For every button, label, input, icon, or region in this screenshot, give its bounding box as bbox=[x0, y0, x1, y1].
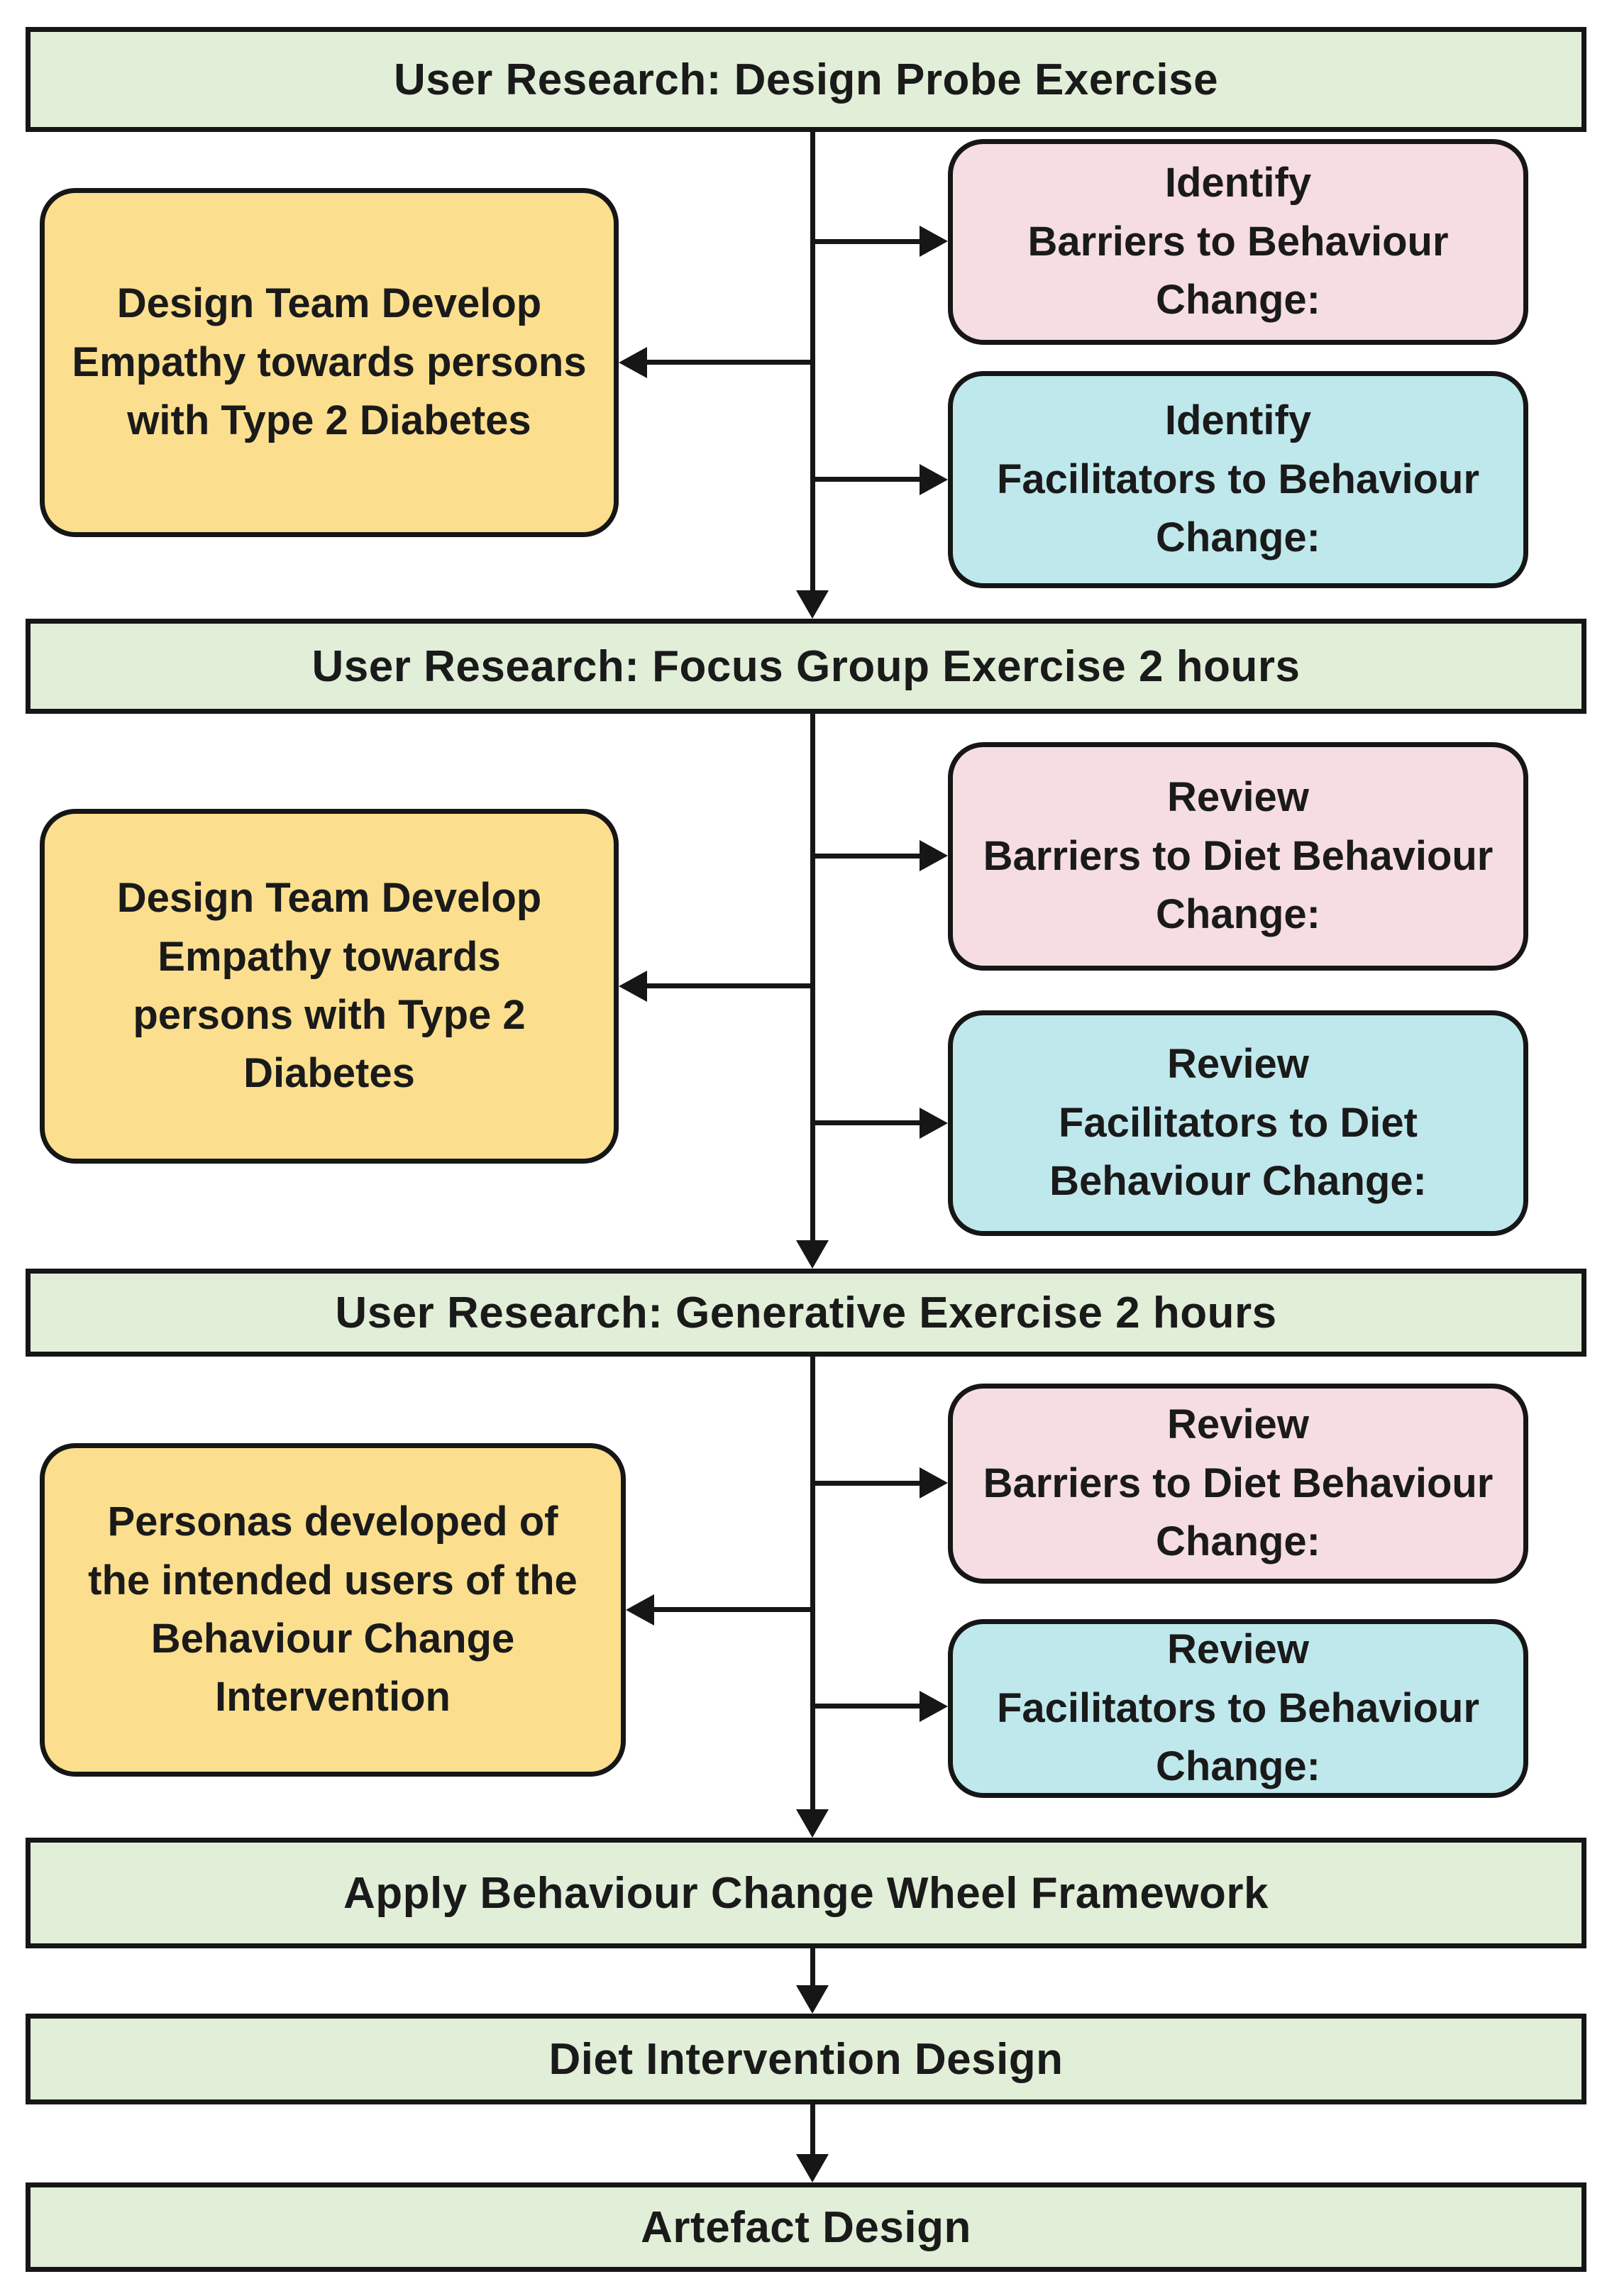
arrow-left-icon bbox=[619, 971, 647, 1002]
connector-to-facilitators-2 bbox=[813, 1120, 920, 1125]
box-text-line: Review bbox=[1167, 1401, 1309, 1448]
box-text-line: Change: bbox=[1156, 277, 1320, 324]
box-text-line: persons with Type 2 bbox=[133, 992, 526, 1038]
connector-apply-to-diet bbox=[810, 1948, 815, 1988]
banner-label: Artefact Design bbox=[641, 2202, 971, 2252]
banner-diet-intervention-design: Diet Intervention Design bbox=[26, 2014, 1586, 2104]
box-review-barriers-diet-2: Review Barriers to Diet Behaviour Change… bbox=[948, 1384, 1528, 1584]
box-text-line: Behaviour Change: bbox=[1049, 1158, 1427, 1205]
arrow-down-icon bbox=[796, 1809, 829, 1838]
box-text-line: Empathy towards persons bbox=[72, 338, 587, 385]
banner-label: Apply Behaviour Change Wheel Framework bbox=[343, 1868, 1269, 1918]
connector-to-barriers-2 bbox=[813, 854, 920, 859]
arrow-right-icon bbox=[920, 840, 948, 871]
banner-user-research-design-probe: User Research: Design Probe Exercise bbox=[26, 27, 1586, 132]
box-text-line: Barriers to Diet Behaviour bbox=[983, 832, 1494, 879]
banner-user-research-generative: User Research: Generative Exercise 2 hou… bbox=[26, 1269, 1586, 1357]
connector-trunk-section2 bbox=[810, 714, 815, 1247]
connector-trunk-section3 bbox=[810, 1357, 815, 1811]
box-text-line: Facilitators to Diet bbox=[1059, 1099, 1418, 1146]
arrow-right-icon bbox=[920, 464, 948, 495]
box-text-line: the intended users of the bbox=[88, 1557, 578, 1604]
connector-to-left-box-3 bbox=[653, 1607, 813, 1612]
box-review-facilitators-diet: Review Facilitators to Diet Behaviour Ch… bbox=[948, 1010, 1528, 1236]
connector-to-barriers-1 bbox=[813, 239, 920, 244]
box-design-team-empathy-1: Design Team Develop Empathy towards pers… bbox=[40, 188, 619, 537]
box-text-line: Change: bbox=[1156, 891, 1320, 938]
box-text-line: Personas developed of bbox=[107, 1499, 558, 1545]
box-text-line: Change: bbox=[1156, 1743, 1320, 1790]
arrow-right-icon bbox=[920, 1467, 948, 1499]
banner-label: User Research: Design Probe Exercise bbox=[393, 55, 1219, 104]
box-text-line: Design Team Develop bbox=[116, 280, 542, 327]
box-design-team-empathy-2: Design Team Develop Empathy towards pers… bbox=[40, 809, 619, 1164]
box-text-line: Barriers to Diet Behaviour bbox=[983, 1459, 1494, 1506]
banner-label: User Research: Generative Exercise 2 hou… bbox=[335, 1288, 1277, 1337]
box-text-line: Review bbox=[1167, 1041, 1309, 1088]
box-text-line: Facilitators to Behaviour bbox=[996, 1684, 1480, 1731]
box-review-barriers-diet-1: Review Barriers to Diet Behaviour Change… bbox=[948, 742, 1528, 971]
banner-artefact-design: Artefact Design bbox=[26, 2182, 1586, 2272]
box-text-line: Design Team Develop bbox=[116, 875, 542, 922]
connector-to-left-box-2 bbox=[646, 983, 813, 988]
connector-trunk-section1 bbox=[810, 132, 815, 597]
arrow-down-icon bbox=[796, 1985, 829, 2014]
banner-apply-bcw-framework: Apply Behaviour Change Wheel Framework bbox=[26, 1838, 1586, 1948]
box-text-line: with Type 2 Diabetes bbox=[127, 397, 531, 444]
arrow-right-icon bbox=[920, 1108, 948, 1139]
connector-to-facilitators-3 bbox=[813, 1704, 920, 1709]
box-text-line: Behaviour Change bbox=[150, 1616, 515, 1662]
arrow-down-icon bbox=[796, 2154, 829, 2182]
arrow-left-icon bbox=[626, 1594, 654, 1626]
box-text-line: Identify bbox=[1164, 160, 1312, 206]
banner-user-research-focus-group: User Research: Focus Group Exercise 2 ho… bbox=[26, 619, 1586, 714]
box-text-line: Barriers to Behaviour bbox=[1027, 218, 1449, 265]
box-text-line: Review bbox=[1167, 1626, 1309, 1673]
box-text-line: Change: bbox=[1156, 1518, 1320, 1565]
banner-label: User Research: Focus Group Exercise 2 ho… bbox=[311, 641, 1301, 691]
box-text-line: Empathy towards bbox=[158, 933, 501, 980]
box-identify-facilitators: Identify Facilitators to Behaviour Chang… bbox=[948, 371, 1528, 588]
arrow-down-icon bbox=[796, 1240, 829, 1269]
box-review-facilitators-behaviour: Review Facilitators to Behaviour Change: bbox=[948, 1619, 1528, 1798]
banner-label: Diet Intervention Design bbox=[548, 2034, 1064, 2084]
box-personas-developed: Personas developed of the intended users… bbox=[40, 1443, 626, 1777]
box-text-line: Change: bbox=[1156, 514, 1320, 561]
connector-diet-to-artefact bbox=[810, 2104, 815, 2157]
box-text-line: Intervention bbox=[215, 1674, 451, 1721]
arrow-right-icon bbox=[920, 226, 948, 257]
connector-to-facilitators-1 bbox=[813, 477, 920, 482]
box-text-line: Diabetes bbox=[243, 1050, 415, 1097]
arrow-down-icon bbox=[796, 590, 829, 619]
arrow-right-icon bbox=[920, 1691, 948, 1722]
box-identify-barriers: Identify Barriers to Behaviour Change: bbox=[948, 139, 1528, 345]
box-text-line: Review bbox=[1167, 774, 1309, 821]
box-text-line: Identify bbox=[1164, 397, 1312, 444]
connector-to-barriers-3 bbox=[813, 1481, 920, 1486]
connector-to-left-box-1 bbox=[646, 360, 813, 365]
arrow-left-icon bbox=[619, 347, 647, 378]
box-text-line: Facilitators to Behaviour bbox=[996, 456, 1480, 502]
